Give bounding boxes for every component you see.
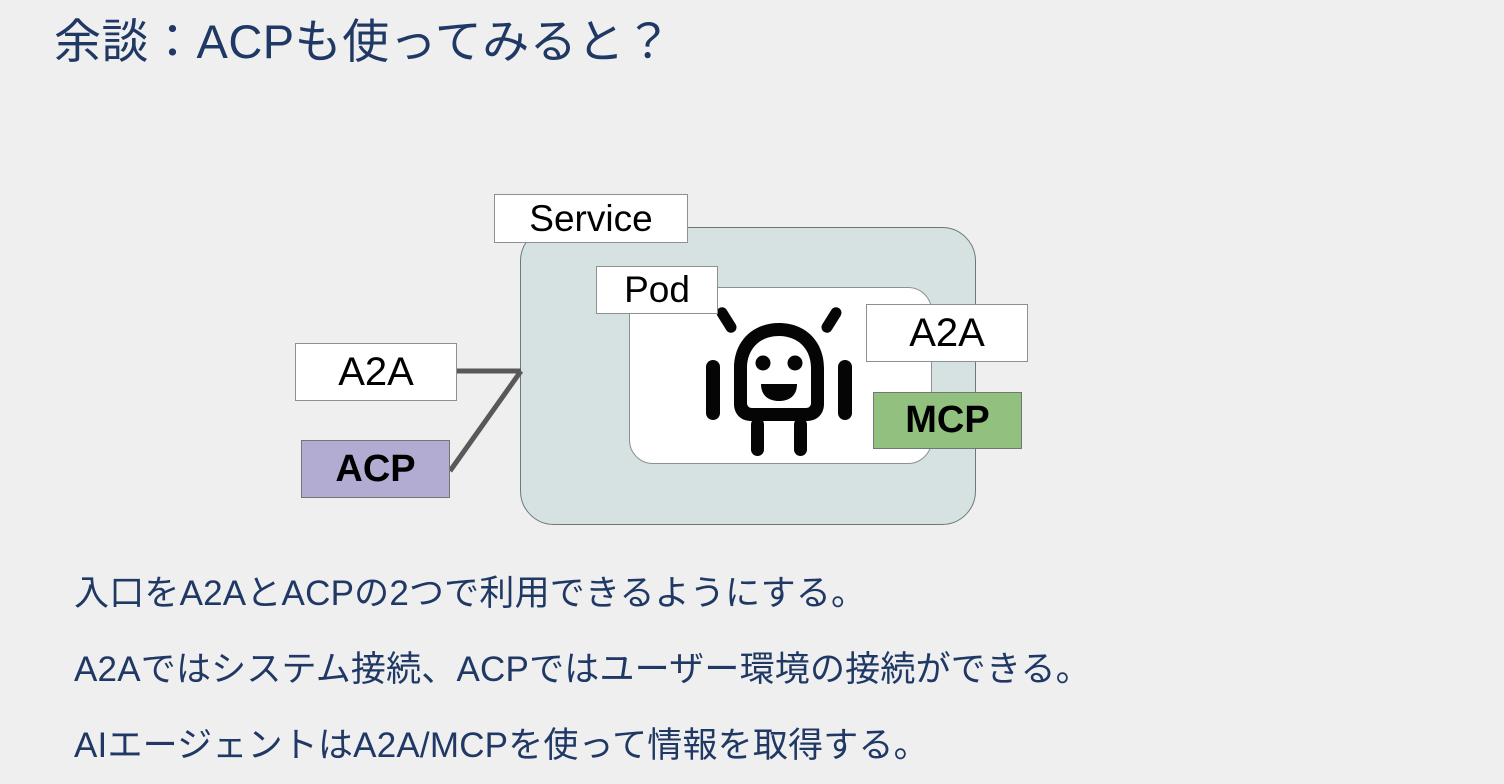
a2a-right-chip: A2A <box>866 304 1028 362</box>
a2a-left-chip: A2A <box>295 343 457 401</box>
mcp-chip: MCP <box>873 392 1022 449</box>
connector-acp-to-service <box>447 369 524 473</box>
bullet-line-3: AIエージェントはA2A/MCPを使って情報を取得する。 <box>74 726 929 765</box>
android-robot-icon <box>706 307 852 456</box>
pod-label-chip: Pod <box>596 266 718 314</box>
service-label-chip: Service <box>494 194 688 243</box>
acp-chip: ACP <box>301 440 450 498</box>
bullet-line-2: A2Aではシステム接続、ACPではユーザー環境の接続ができる。 <box>74 650 1091 689</box>
bullet-list: 入口をA2AとACPの2つで利用できるようにする。 A2Aではシステム接続、AC… <box>74 556 1434 784</box>
page-title: 余談：ACPも使ってみると？ <box>54 15 673 68</box>
bullet-line-1: 入口をA2AとACPの2つで利用できるようにする。 <box>74 574 867 613</box>
